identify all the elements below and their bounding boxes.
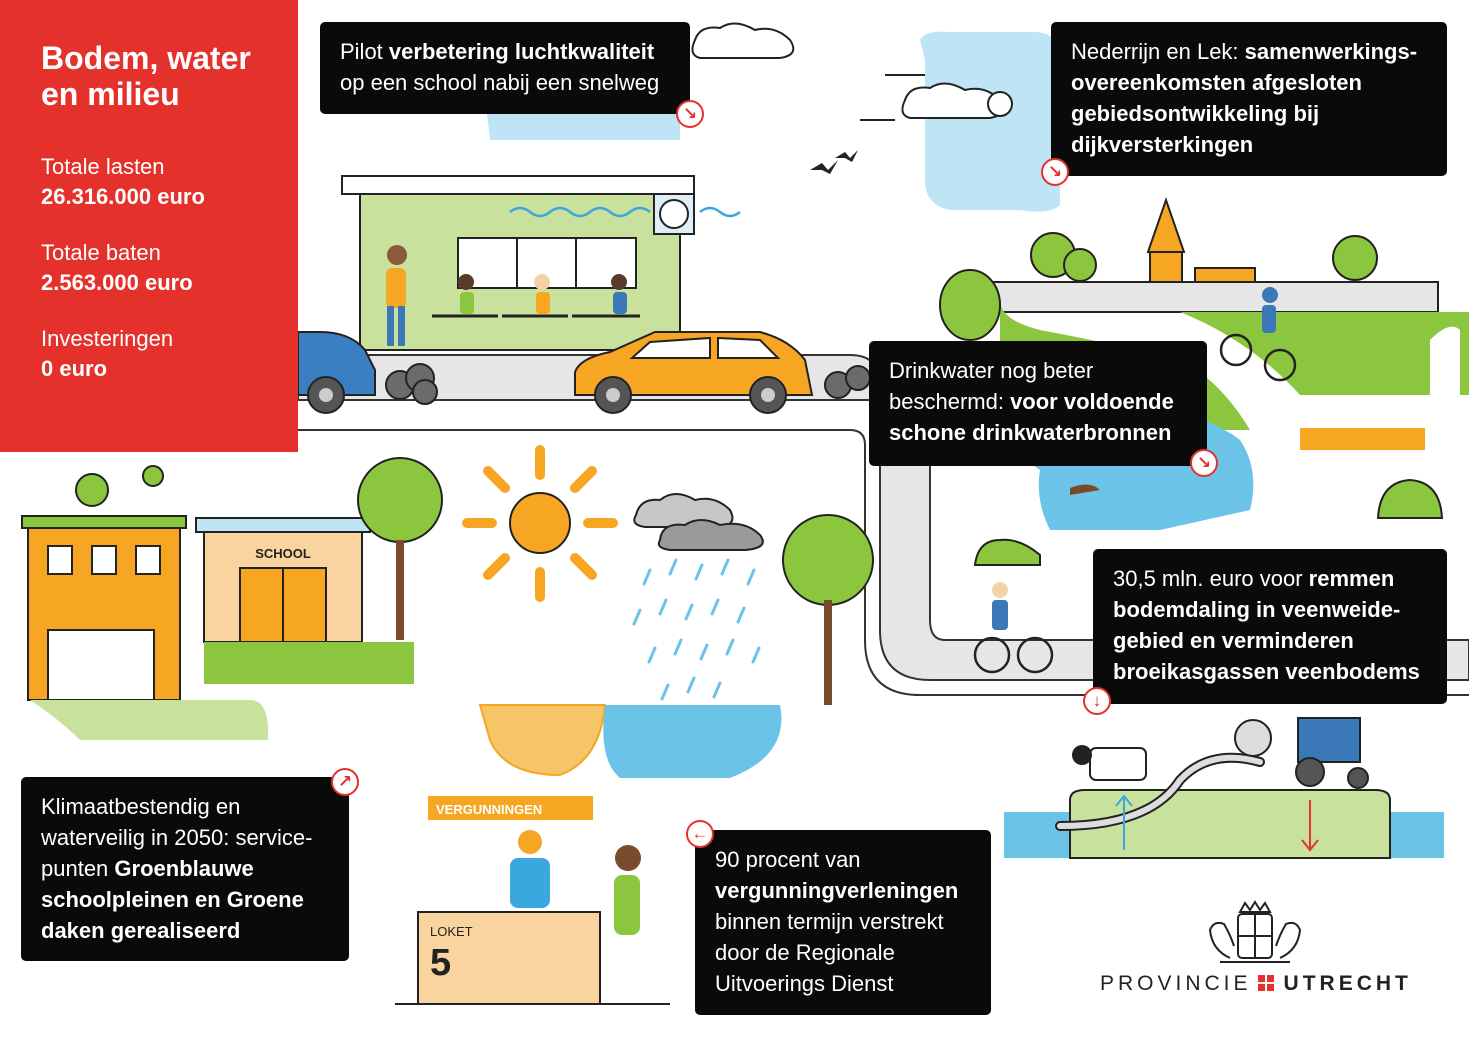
stat-label: Totale baten <box>41 240 161 265</box>
callout-text: Nederrijn en Lek: <box>1071 39 1245 64</box>
callout-highlight: verbetering luchtkwaliteit <box>388 39 655 64</box>
stat-investments: Investeringen 0 euro <box>41 324 298 384</box>
arrow-left-icon: ← <box>686 820 714 848</box>
logo-word-left: PROVINCIE <box>1100 972 1252 995</box>
callout-peat-subsidence: 30,5 mln. euro voor remmen bodemdaling i… <box>1093 549 1447 704</box>
counter-label: LOKET <box>430 924 473 939</box>
callout-permits: 90 procent van vergunningverleningen bin… <box>695 830 991 1015</box>
counter-number: 5 <box>430 942 451 984</box>
callout-highlight: remmen bodemdaling in veenweide-gebied e… <box>1113 566 1420 684</box>
permits-sign: VERGUNNINGEN <box>436 802 542 817</box>
logo-cross-icon <box>1257 975 1274 991</box>
school-building: SCHOOL <box>30 457 443 740</box>
stat-label: Investeringen <box>41 326 174 351</box>
coat-of-arms-icon <box>1208 900 1302 963</box>
arrow-down-right-icon: ↘ <box>676 100 704 128</box>
arrow-up-right-icon: ↗ <box>331 768 359 796</box>
callout-text: 90 procent van <box>715 847 861 872</box>
stat-total-revenues: Totale baten 2.563.000 euro <box>41 238 298 298</box>
callout-text: Drinkwater nog beter beschermd: <box>889 358 1094 414</box>
callout-drinkwater: Drinkwater nog beter beschermd: voor vol… <box>869 341 1207 466</box>
callout-highlight: samenwerkings-overeenkomsten afgesloten … <box>1071 39 1418 157</box>
cars <box>297 331 871 414</box>
callout-text: binnen termijn verstrekt door de Regiona… <box>715 909 944 996</box>
stat-value: 2.563.000 euro <box>41 270 193 295</box>
stat-value: 26.316.000 euro <box>41 184 205 209</box>
summary-panel: Bodem, water en milieu Totale lasten 26.… <box>0 0 298 452</box>
logo-text: PROVINCIE UTRECHT <box>1100 972 1420 996</box>
arrow-down-icon: ↓ <box>1083 687 1111 715</box>
logo-word-right: UTRECHT <box>1283 972 1412 995</box>
callout-climate-proof: Klimaatbestendig en waterveilig in 2050:… <box>21 777 349 961</box>
summary-title: Bodem, water en milieu <box>41 40 251 112</box>
climate-scene <box>462 445 874 778</box>
school-sign: SCHOOL <box>255 546 311 561</box>
peat-farm <box>1004 717 1444 859</box>
stat-total-costs: Totale lasten 26.316.000 euro <box>41 152 298 212</box>
provincie-utrecht-logo: PROVINCIE UTRECHT <box>1100 900 1420 1000</box>
callout-text: Pilot <box>340 39 389 64</box>
callout-air-quality: Pilot verbetering luchtkwaliteit op een … <box>320 22 690 114</box>
stat-value: 0 euro <box>41 356 108 381</box>
callout-highlight: vergunningverleningen <box>715 878 959 903</box>
arrow-down-right-icon: ↘ <box>1041 158 1069 186</box>
callout-rivers: Nederrijn en Lek: samenwerkings-overeenk… <box>1051 22 1447 176</box>
birds <box>810 150 858 174</box>
arrow-down-right-icon: ↘ <box>1190 449 1218 477</box>
callout-text: Klimaatbestendig en waterveilig in 2050:… <box>41 794 313 881</box>
callout-highlight: Groenblauwe schoolpleinen en Groene dake… <box>41 856 304 943</box>
school-with-air-filter <box>341 175 741 351</box>
permit-booth: VERGUNNINGEN LOKET 5 <box>395 796 670 1005</box>
callout-text: 30,5 mln. euro voor <box>1113 566 1309 591</box>
green-roof-building <box>21 465 187 701</box>
cyclists <box>973 333 1297 674</box>
callout-highlight: voor voldoende schone drinkwaterbronnen <box>889 389 1174 445</box>
stat-label: Totale lasten <box>41 154 165 179</box>
callout-text: op een school nabij een snelweg <box>340 70 660 95</box>
